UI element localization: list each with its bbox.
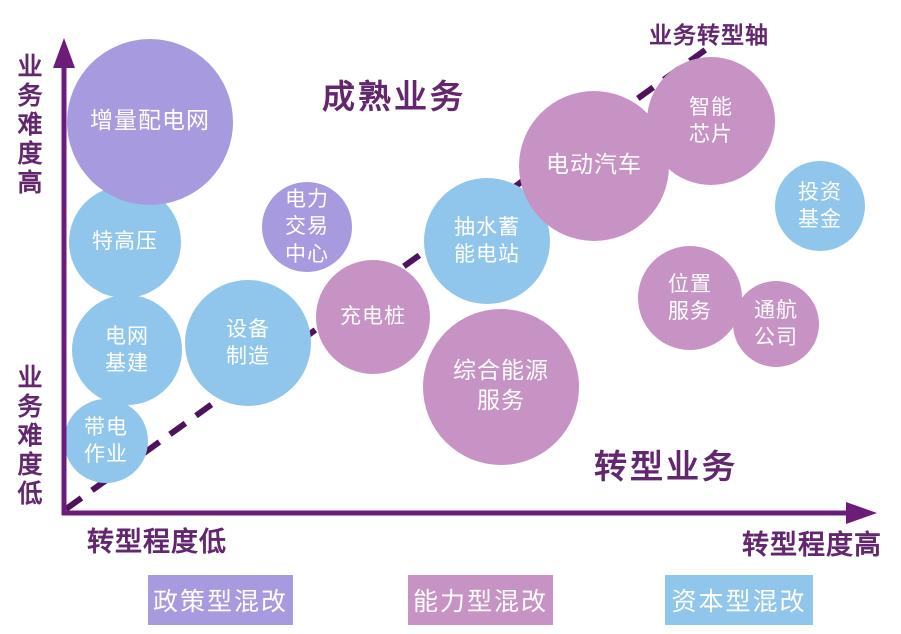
bubble-label: 电力 交易 中心 (285, 187, 329, 266)
bubble-zonghe-nengyuan-fuwu: 综合能源 服务 (423, 309, 579, 465)
bubble-label: 带电 作业 (84, 414, 128, 466)
bubble-label: 综合能源 服务 (453, 358, 549, 414)
bubble-label: 通航 公司 (754, 297, 798, 349)
bubble-diandong-qiche: 电动汽车 (519, 91, 669, 241)
transform-business-title: 转型业务 (594, 447, 738, 486)
y-axis-arrowhead-icon (53, 38, 75, 68)
bubble-label: 电动汽车 (546, 152, 642, 179)
y-axis-high-label: 业务难度高 (17, 52, 43, 197)
bubble-chongdianzhuang: 充电桩 (316, 260, 430, 374)
x-axis-low-label: 转型程度低 (87, 527, 227, 558)
bubble-label: 增量配电网 (90, 108, 210, 135)
bubble-zhineng-xinpian: 智能 芯片 (647, 57, 775, 185)
bubble-label: 投资 基金 (798, 179, 842, 231)
bubble-label: 智能 芯片 (689, 94, 733, 146)
bubble-dianli-jiaoyi-zhongxin: 电力 交易 中心 (262, 182, 352, 272)
legend-capability: 能力型混改 (408, 575, 553, 625)
bubble-touzi-jijin: 投资 基金 (775, 161, 865, 251)
transformation-axis-label: 业务转型轴 (649, 23, 769, 49)
legend-capital: 资本型混改 (665, 575, 813, 625)
bubble-label: 电网 基建 (105, 323, 149, 375)
bubble-weizhi-fuwu: 位置 服务 (638, 246, 742, 350)
bubble-label: 特高压 (92, 229, 158, 254)
x-axis-high-label: 转型程度高 (742, 530, 882, 561)
y-axis-low-label: 业务难度低 (17, 363, 43, 508)
bubble-shebei-zhizao: 设备 制造 (185, 280, 311, 406)
x-axis-arrowhead-icon (846, 502, 877, 524)
bubble-tegaoya: 特高压 (69, 186, 181, 298)
bubble-dianwang-jijian: 电网 基建 (72, 295, 182, 405)
bubble-tonghang-gongsi: 通航 公司 (733, 281, 819, 367)
bubble-daidian-zuoye: 带电 作业 (64, 399, 148, 483)
mature-business-title: 成熟业务 (322, 77, 466, 116)
bubble-label: 充电桩 (340, 304, 406, 329)
legend-policy: 政策型混改 (148, 575, 293, 625)
legend: 政策型混改 能力型混改 资本型混改 (0, 575, 901, 625)
bubble-zengliang-peidianwang: 增量配电网 (67, 39, 233, 205)
bubble-label: 设备 制造 (226, 316, 270, 368)
bubble-label: 位置 服务 (668, 271, 712, 323)
bubble-label: 抽水蓄 能电站 (454, 214, 520, 266)
